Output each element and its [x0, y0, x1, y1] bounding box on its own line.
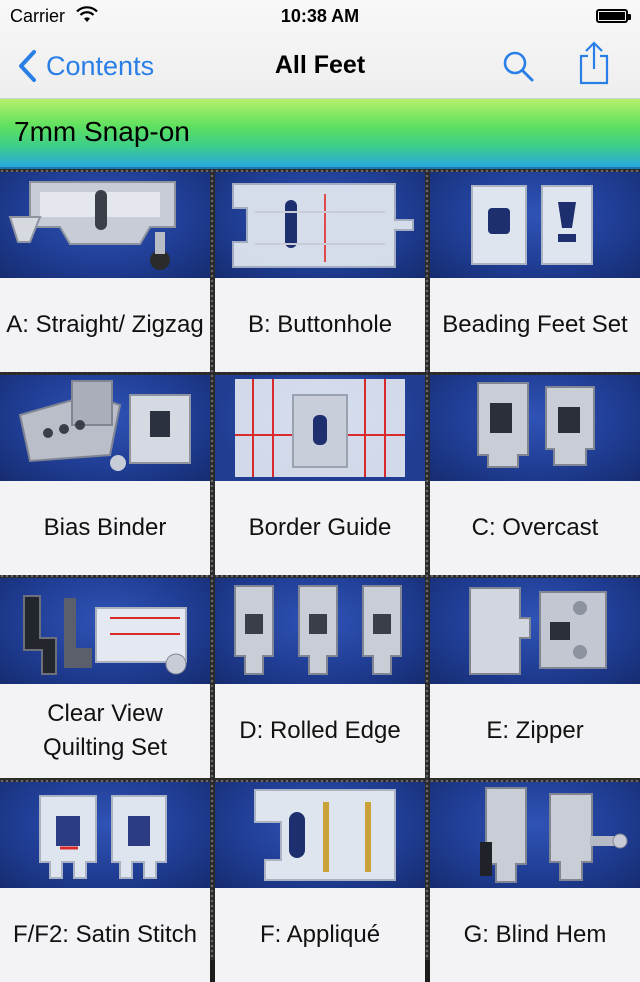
- feet-grid: A: Straight/ Zigzag B: Buttonhole Beadin: [0, 169, 640, 982]
- presser-foot-image: [215, 172, 425, 278]
- section-header: 7mm Snap-on: [0, 99, 640, 169]
- grid-item-satin-stitch[interactable]: F/F2: Satin Stitch: [0, 782, 210, 982]
- presser-foot-image: [0, 172, 210, 278]
- grid-item-clear-view-quilting-set[interactable]: Clear View Quilting Set: [0, 578, 210, 778]
- grid-item-label: C: Overcast: [471, 514, 599, 541]
- grid-item-straight-zigzag[interactable]: A: Straight/ Zigzag: [0, 172, 210, 372]
- status-time: 10:38 AM: [280, 6, 360, 26]
- grid-item-beading-feet-set[interactable]: Beading Feet Set: [430, 172, 640, 372]
- presser-foot-image: [215, 578, 425, 684]
- battery-icon: [596, 9, 631, 23]
- status-bar: Carrier 10:38 AM: [0, 0, 640, 34]
- grid-item-zipper[interactable]: E: Zipper: [430, 578, 640, 778]
- presser-foot-image: [0, 375, 210, 481]
- carrier-label: Carrier: [10, 6, 66, 26]
- grid-item-border-guide[interactable]: Border Guide: [215, 375, 425, 575]
- grid-item-buttonhole[interactable]: B: Buttonhole: [215, 172, 425, 372]
- presser-foot-image: [430, 578, 640, 684]
- share-icon[interactable]: [576, 40, 612, 86]
- back-button-label: Contents: [46, 50, 155, 81]
- presser-foot-image: [0, 578, 210, 684]
- top-bar: Carrier 10:38 AM Contents All Feet: [0, 0, 640, 99]
- presser-foot-image: [430, 172, 640, 278]
- grid-item-label: Bias Binder: [43, 514, 167, 541]
- presser-foot-image: [430, 782, 640, 888]
- grid-item-label: F/F2: Satin Stitch: [12, 921, 198, 948]
- section-title: 7mm Snap-on: [14, 116, 190, 147]
- grid-item-blind-hem[interactable]: G: Blind Hem: [430, 782, 640, 982]
- search-icon[interactable]: [500, 48, 536, 84]
- chevron-left-icon: [19, 50, 36, 82]
- presser-foot-image: [215, 375, 425, 481]
- grid-item-label: Border Guide: [248, 514, 392, 541]
- grid-item-label: Beading Feet Set: [442, 311, 628, 338]
- grid-item-bias-binder[interactable]: Bias Binder: [0, 375, 210, 575]
- grid-item-label: Clear View Quilting Set: [42, 700, 168, 761]
- grid-item-label: D: Rolled Edge: [239, 717, 401, 744]
- grid-item-label: A: Straight/ Zigzag: [6, 311, 204, 338]
- grid-item-label: B: Buttonhole: [247, 311, 393, 338]
- back-button[interactable]: Contents: [16, 48, 154, 84]
- grid-item-overcast[interactable]: C: Overcast: [430, 375, 640, 575]
- grid-item-applique[interactable]: F: Appliqué: [215, 782, 425, 982]
- wifi-icon: [76, 6, 98, 22]
- navigation-bar: Contents All Feet: [0, 34, 640, 98]
- grid-item-rolled-edge[interactable]: D: Rolled Edge: [215, 578, 425, 778]
- grid-item-label: E: Zipper: [486, 717, 584, 744]
- grid-item-label: F: Appliqué: [259, 921, 381, 948]
- presser-foot-image: [0, 782, 210, 888]
- grid-item-label: G: Blind Hem: [463, 921, 607, 948]
- presser-foot-image: [430, 375, 640, 481]
- presser-foot-image: [215, 782, 425, 888]
